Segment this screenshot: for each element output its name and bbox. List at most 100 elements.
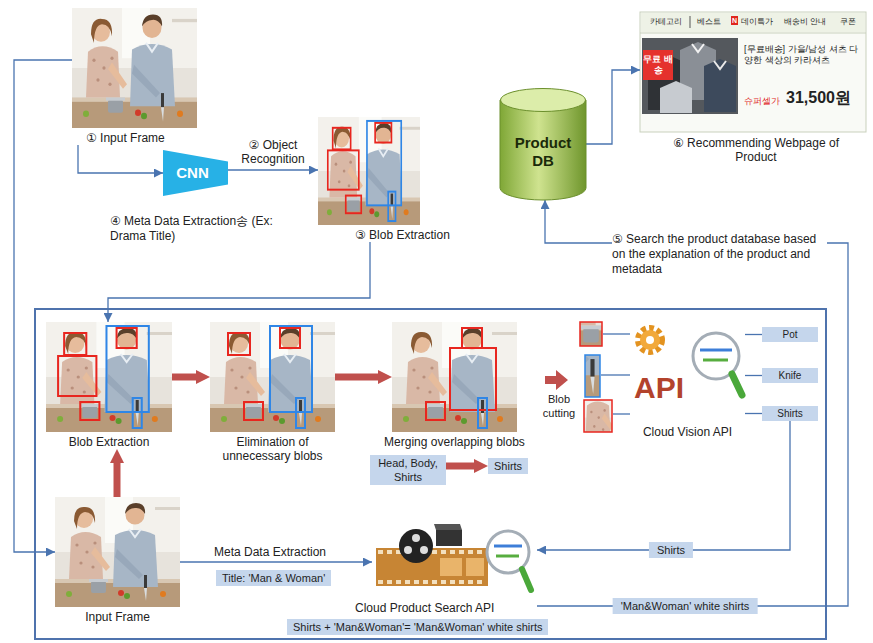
connector: [108, 242, 370, 322]
blob-photo: [64, 333, 86, 355]
merge-photo: [392, 322, 517, 432]
icon-text: API: [634, 372, 684, 404]
blob-crop: [585, 355, 600, 397]
cylinder-shape: [500, 100, 586, 200]
elimination-photo: [228, 333, 250, 355]
panel-text: ⑥ Recommending Webpage of Product: [660, 136, 852, 164]
tag-box: Shirts: [488, 458, 528, 474]
formula-box: Shirts + 'Man&Woman'= 'Man&Woman' white …: [287, 619, 548, 635]
panel-text: 데이특가: [741, 17, 773, 27]
merge-photo: [450, 348, 496, 410]
blob-photo: [46, 322, 172, 432]
box-label: Title: 'Man & Woman': [222, 571, 325, 585]
panel-text: 카테고리: [650, 17, 682, 27]
webpage-screenshot: [640, 12, 866, 132]
connector: [745, 413, 762, 414]
blob-photo: Blob Extraction: [46, 322, 172, 449]
product-search-icon: [436, 530, 462, 546]
panel-text: 31,500원: [786, 88, 851, 108]
product-search-icon: [376, 524, 531, 590]
database-label: Product DB: [511, 134, 575, 170]
blob-photo: [58, 356, 96, 396]
elimination-photo: [210, 322, 335, 432]
webpage-screenshot: [640, 33, 866, 34]
input-frame-photo: [55, 497, 180, 607]
product-search-icon: [434, 524, 462, 530]
input-frame-photo: [55, 497, 180, 607]
webpage-screenshot: [704, 59, 736, 112]
merge-photo: Merging overlapping blobs: [392, 322, 517, 449]
product-search-icon: [420, 546, 428, 554]
merge-photo: [392, 322, 517, 432]
box-label: Shirts + 'Man&Woman'= 'Man&Woman' white …: [293, 620, 542, 634]
vision-api-icon: [732, 374, 742, 395]
webpage-screenshot: [692, 44, 704, 52]
box-label: Head, Body, Shirts: [376, 456, 440, 484]
connector: [586, 70, 640, 144]
product-search-icon: [412, 534, 420, 542]
connector: [745, 334, 762, 335]
blob-photo: [133, 398, 142, 428]
product-search-icon: [378, 580, 486, 584]
badge-text: 무료 배송: [643, 54, 673, 76]
blob-photo: [318, 117, 420, 225]
cloud-vision-icon: APICloud Vision API: [630, 322, 745, 439]
vision-api-icon: [638, 328, 662, 352]
vision-api-icon: [703, 359, 728, 362]
block-label: CNN: [176, 166, 215, 180]
block-arrow: [446, 463, 474, 470]
cnn-block: CNN: [163, 150, 228, 196]
product-search-icon: [404, 546, 412, 554]
merge-photo: [392, 322, 517, 432]
merge-photo: [426, 402, 445, 420]
blob-photo: [46, 322, 172, 432]
leader-line: [601, 334, 630, 414]
elimination-photo: [210, 322, 335, 432]
result-box: Shirts: [762, 406, 818, 421]
webpage-screenshot: [640, 12, 866, 132]
caption: Input Frame: [55, 610, 180, 624]
connector: [180, 561, 372, 562]
elimination-photo: [210, 322, 335, 432]
blob-photo: [318, 117, 420, 225]
blob-crop: [584, 400, 612, 432]
merge-photo: [478, 398, 487, 428]
blob-photo: [375, 123, 391, 143]
webpage-screenshot: [641, 13, 865, 32]
webpage-screenshot: [690, 16, 691, 28]
panel-text: 배송비 안내: [784, 17, 826, 27]
elimination-photo: [244, 402, 263, 420]
vision-api-icon: [640, 330, 660, 350]
result-box: Knife: [762, 368, 818, 383]
result-box: Pot: [762, 327, 818, 342]
tag-box: Head, Body, Shirts: [370, 455, 446, 485]
vision-api-icon: [646, 336, 654, 344]
panel-text: [무료배송] 가을/남성 셔츠 다양한 색상의 카라셔츠: [744, 44, 860, 66]
elimination-photo: [296, 398, 305, 428]
blob-photo: [328, 150, 359, 189]
block-arrow: [335, 374, 378, 381]
product-search-icon: Cloud Product Search API: [372, 527, 537, 615]
input-frame-photo: [72, 8, 197, 128]
blob-photo: [80, 402, 99, 420]
elimination-photo: [280, 328, 300, 348]
webpage-screenshot: [660, 81, 692, 113]
input-frame-photo: [55, 497, 180, 607]
caption: Merging overlapping blobs: [384, 435, 525, 449]
caption: ① Input Frame: [86, 131, 197, 145]
caption: Elimination of unnecessary blobs: [210, 435, 335, 463]
block-arrow: [172, 374, 196, 381]
input-frame-photo: [72, 8, 197, 128]
block-arrow: [114, 463, 121, 497]
database-cylinder: Product DB: [500, 88, 586, 200]
input-frame-photo: [72, 8, 197, 128]
box-label: Shirts: [494, 459, 522, 473]
title-box: Title: 'Man & Woman': [216, 570, 331, 586]
connector: [228, 169, 318, 170]
webpage-panel: 카테고리베스트데이특가배송비 안내쿠폰[무료배송] 가을/남성 셔츠 다양한 색…: [640, 12, 866, 132]
step-note: Blob cutting: [538, 392, 580, 420]
step-note: ④ Meta Data Extraction송 (Ex: Drama Title…: [110, 214, 275, 244]
box-label: Knife: [768, 369, 812, 382]
panel-text: 슈퍼셀가: [744, 96, 780, 107]
